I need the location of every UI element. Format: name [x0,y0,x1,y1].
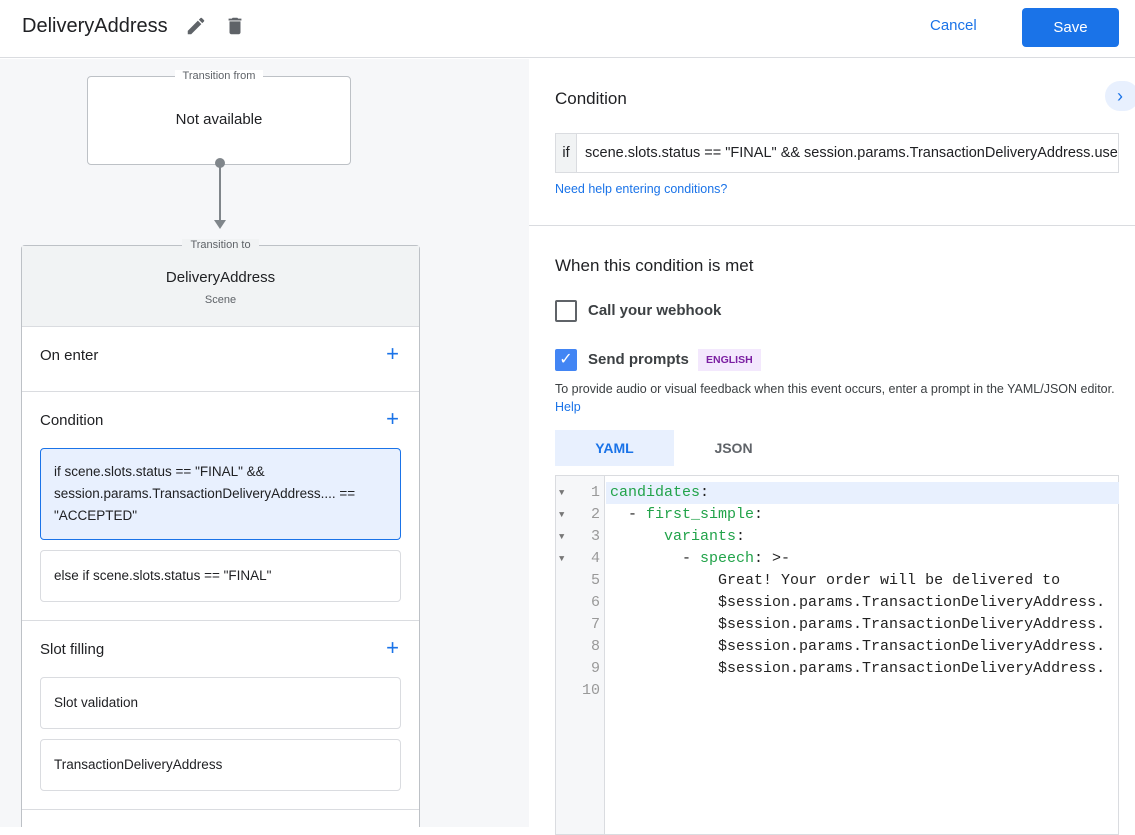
arrow-down-icon [214,220,226,229]
code-line: 6 $session.params.TransactionDeliveryAdd… [556,592,1119,614]
section-label: Slot filling [40,641,105,658]
save-button[interactable]: Save [1022,8,1119,47]
connector-line [219,163,221,223]
scene-name: DeliveryAddress [165,269,276,286]
section-label: On enter [40,347,99,364]
edit-icon[interactable] [185,15,207,37]
condition-title: Condition [555,89,627,108]
transition-from-label: Transition from [174,70,264,82]
scene-header[interactable]: DeliveryAddress Scene [22,246,419,327]
code-line: ▼ 1 candidates: [559,482,1119,504]
list-item[interactable]: else if scene.slots.status == "FINAL" [40,550,401,602]
transition-to-label: Transition to [182,239,259,251]
description-text: To provide audio or visual feedback when… [555,382,1115,396]
code-text: candidates: [610,484,710,501]
code-editor[interactable]: ▼ 1 candidates: ▼ 2 - first_simple: ▼ 3 varian… [555,475,1119,835]
code-line: ▼ 2 - first_simple: [556,504,1119,526]
code-line: ▼ 3 variants: [556,526,1119,548]
line-number: 1 [590,484,600,501]
code-line: 7 $session.params.TransactionDeliveryAdd… [556,614,1119,636]
code-line: 9 $session.params.TransactionDeliveryAdd… [556,658,1119,680]
section-label: Condition [40,412,104,429]
editor-gutter [556,476,605,834]
connector-dot [215,158,225,168]
prompts-checkbox[interactable]: ✓ [555,349,577,371]
transition-to-card: Transition to DeliveryAddress Scene On e… [21,239,420,827]
code-text: $session.params.TransactionDeliveryAddre… [718,594,1106,611]
tab-json[interactable]: JSON [714,440,753,456]
add-icon[interactable]: + [386,341,399,366]
section-condition: Condition + if scene.slots.status == "FINA… [22,392,419,621]
fold-arrow-icon[interactable]: ▼ [559,488,565,498]
chevron-right-icon[interactable]: › [1105,81,1135,111]
fold-arrow-icon[interactable]: ▼ [559,532,565,542]
divider [529,225,1135,226]
code-line: 8 $session.params.TransactionDeliveryAdd… [556,636,1119,658]
code-line: 5 Great! Your order will be delivered to [556,570,1119,592]
line-number: 2 [590,506,600,523]
flow-canvas: Transition from Not available Transition… [0,59,529,827]
condition-expression[interactable]: scene.slots.status == "FINAL" && session… [585,145,1118,161]
help-link[interactable]: Help [555,400,581,414]
line-number: 5 [590,572,600,589]
met-title: When this condition is met [555,256,754,275]
condition-input[interactable]: if scene.slots.status == "FINAL" && sess… [555,133,1119,173]
line-number: 3 [590,528,600,545]
code-text: $session.params.TransactionDeliveryAddre… [718,616,1106,633]
help-conditions-link[interactable]: Need help entering conditions? [555,182,728,196]
section-label: Custom intent handling [40,810,401,827]
webhook-checkbox[interactable] [555,300,577,322]
webhook-label: Call your webhook [588,302,722,319]
code-line: ▼ 4 - speech: >- [556,548,1119,570]
code-text: - speech: >- [610,550,791,567]
line-number: 4 [590,550,600,567]
code-text: Great! Your order will be delivered to [718,572,1061,589]
fold-arrow-icon[interactable]: ▼ [559,554,565,564]
if-label: if [556,134,578,172]
fold-arrow-icon[interactable]: ▼ [559,510,565,520]
code-text: $session.params.TransactionDeliveryAddre… [718,660,1106,677]
header-bar: DeliveryAddress Cancel Save [0,0,1135,58]
code-text: $session.params.TransactionDeliveryAddre… [718,638,1106,655]
code-line: 10 [556,680,1119,702]
scene-title: DeliveryAddress [22,15,168,37]
prompts-label: Send prompts [588,351,689,368]
line-number: 10 [581,682,600,699]
transition-from-card: Transition from Not available [87,70,351,165]
section-custom-intent-handling: Custom intent handling+ [22,810,419,827]
code-text: - first_simple: [610,506,764,523]
add-icon[interactable]: + [386,635,399,660]
prompt-description: To provide audio or visual feedback when… [555,380,1115,416]
list-item[interactable]: if scene.slots.status == "FINAL" && sess… [40,448,401,540]
language-badge: ENGLISH [698,349,761,371]
line-number: 8 [590,638,600,655]
list-item[interactable]: TransactionDeliveryAddress [40,739,401,791]
scene-type: Scene [204,294,237,306]
transition-from-value: Not available [175,111,263,128]
line-number: 9 [590,660,600,677]
list-item[interactable]: Slot validation [40,677,401,729]
cancel-button[interactable]: Cancel [930,17,977,34]
line-number: 6 [590,594,600,611]
code-text: variants: [664,528,746,545]
delete-icon[interactable] [224,15,246,37]
line-number: 7 [590,616,600,633]
condition-panel: › Condition if scene.slots.status == "FI… [529,59,1135,835]
add-icon[interactable]: + [386,406,399,431]
section-on-enter: On enter + [22,327,419,392]
tab-yaml[interactable]: YAML [555,430,674,466]
add-icon[interactable]: + [386,824,399,827]
